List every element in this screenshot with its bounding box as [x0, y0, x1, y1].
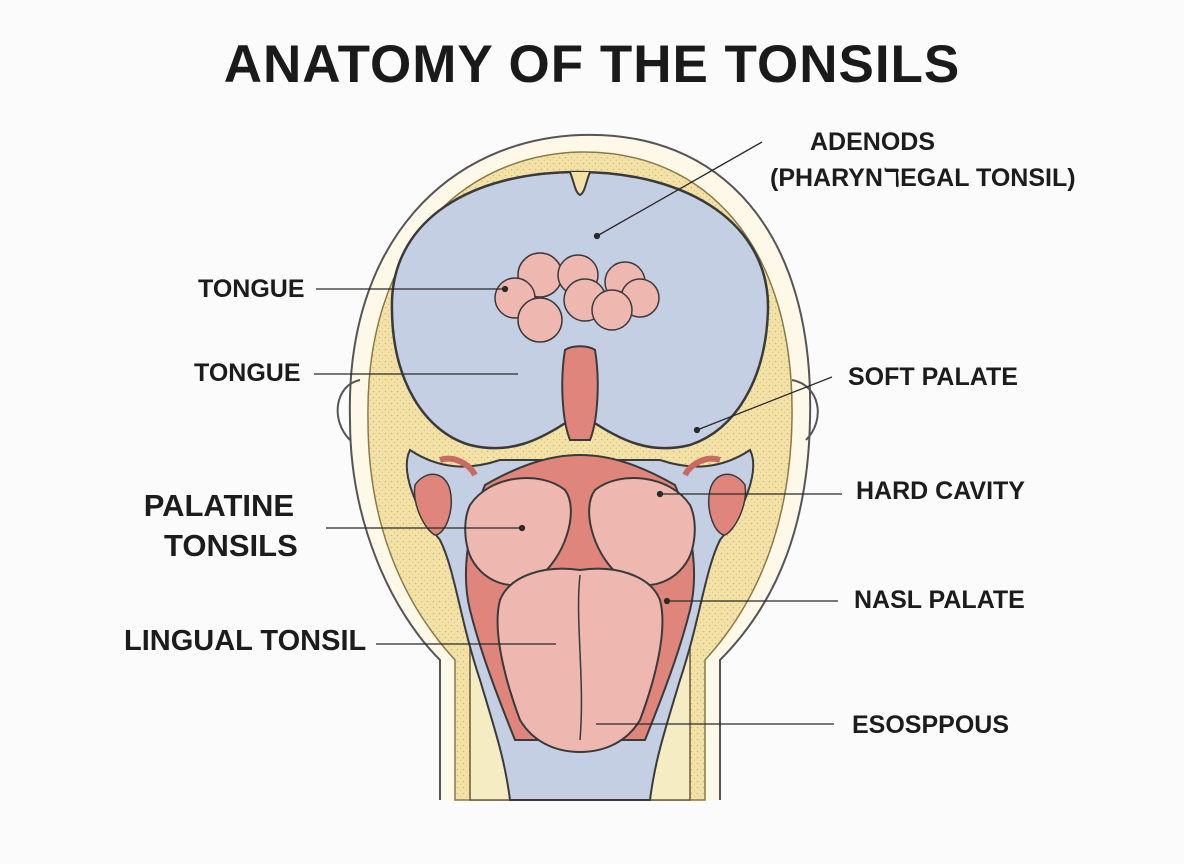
tongue-midline — [577, 574, 583, 741]
label-lingual-tonsil: LINGUAL TONSIL — [124, 625, 367, 657]
label-soft-palate: SOFT PALATE — [848, 363, 1018, 391]
label-tongue-upper: TONGUE — [198, 275, 305, 303]
label-palatine-tonsils: PALATINE TONSILS — [140, 486, 298, 566]
label-palatine-line1: PALATINE — [143, 488, 295, 523]
page-title: ANATOMY OF THE TONSILS — [223, 35, 961, 94]
midline-notch — [569, 171, 591, 197]
label-nasl-palate: NASL PALATE — [854, 586, 1025, 614]
pointer-adenoids — [596, 141, 763, 237]
pointer-soft-palate — [696, 376, 833, 431]
right-palate-fold — [682, 455, 721, 477]
label-palatine-line2: TONSILS — [164, 528, 298, 563]
label-adenoids-line2: (PHARYNℸEGAL TONSIL) — [770, 164, 1076, 192]
uvula — [561, 345, 599, 441]
label-tongue-lower: TONGUE — [194, 359, 301, 387]
left-palate-fold — [439, 455, 478, 477]
label-adenoids: ADENODS (PHARYNℸEGAL TONSIL) — [770, 124, 1076, 196]
adenoids-cluster — [494, 252, 660, 343]
label-hard-cavity: HARD CAVITY — [856, 477, 1025, 505]
left-ear — [336, 379, 361, 441]
label-adenoids-line1: ADENODS — [810, 128, 936, 156]
pointer-lines — [314, 141, 842, 725]
left-lateral-wall — [413, 473, 452, 536]
right-lateral-wall — [708, 473, 747, 536]
label-esosppous: ESOSPPOUS — [852, 711, 1009, 739]
right-ear — [791, 379, 819, 441]
